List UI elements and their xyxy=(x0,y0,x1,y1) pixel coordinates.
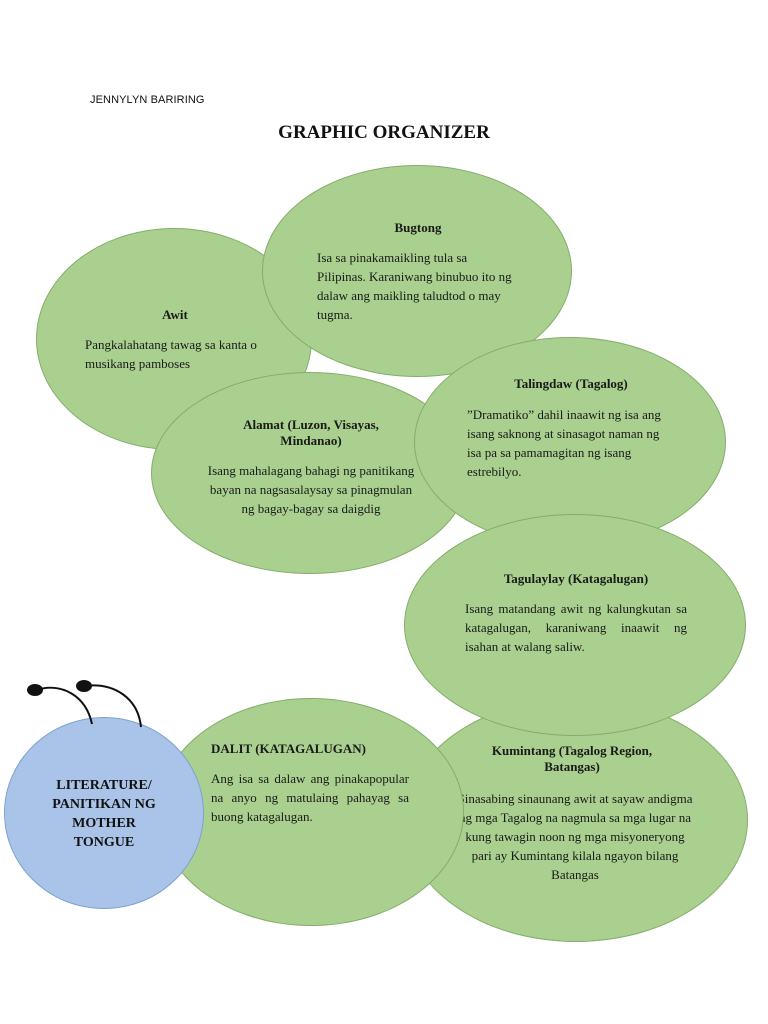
page-title: GRAPHIC ORGANIZER xyxy=(278,122,490,143)
antenna-left xyxy=(35,686,93,725)
node-awit-body: Pangkalahatang tawag sa kanta o musikang… xyxy=(85,337,257,371)
node-talingdaw-body: ”Dramatiko” dahil inaawit ng isa ang isa… xyxy=(467,407,661,479)
center-label-line-3: MOTHER xyxy=(72,816,136,831)
node-alamat-body: Isang mahalagang bahagi ng panitikang ba… xyxy=(207,463,415,516)
center-node-label: LITERATURE/ PANITIKAN NG MOTHER TONGUE xyxy=(4,776,204,852)
node-dalit: DALIT (KATAGALUGAN) Ang isa sa dalaw ang… xyxy=(158,698,464,926)
node-awit-heading: Awit xyxy=(162,307,188,322)
node-kumintang-heading: Kumintang (Tagalog Region, Batangas) xyxy=(491,743,653,774)
center-label-line-1: LITERATURE/ xyxy=(56,778,152,793)
node-talingdaw: Talingdaw (Tagalog) ”Dramatiko” dahil in… xyxy=(414,337,726,547)
node-bugtong-body: Isa sa pinakamaikling tula sa Pilipinas.… xyxy=(317,250,512,322)
node-alamat-heading: Alamat (Luzon, Visayas, Mindanao) xyxy=(243,417,379,448)
node-tagulaylay-body: Isang matandang awit ng kalungkutan sa k… xyxy=(465,601,687,654)
node-kumintang-body: Sinasabing sinaunang awit at sayaw andig… xyxy=(457,791,693,882)
node-dalit-body: Ang isa sa dalaw ang pinakapopular na an… xyxy=(211,771,409,824)
antenna-right-dot xyxy=(76,680,92,692)
antenna-right xyxy=(83,684,142,728)
center-node xyxy=(4,717,204,909)
author-name: JENNYLYN BARIRING xyxy=(90,94,205,106)
node-tagulaylay: Tagulaylay (Katagalugan) Isang matandang… xyxy=(404,514,746,736)
node-bugtong-heading: Bugtong xyxy=(394,220,442,235)
node-alamat: Alamat (Luzon, Visayas, Mindanao) Isang … xyxy=(151,372,469,574)
center-label-line-4: TONGUE xyxy=(73,835,135,850)
node-dalit-heading: DALIT (KATAGALUGAN) xyxy=(211,741,366,756)
node-tagulaylay-heading: Tagulaylay (Katagalugan) xyxy=(503,571,649,586)
node-talingdaw-heading: Talingdaw (Tagalog) xyxy=(514,376,628,391)
center-label-line-2: PANITIKAN NG xyxy=(52,797,156,812)
antenna-left-dot xyxy=(27,684,43,696)
